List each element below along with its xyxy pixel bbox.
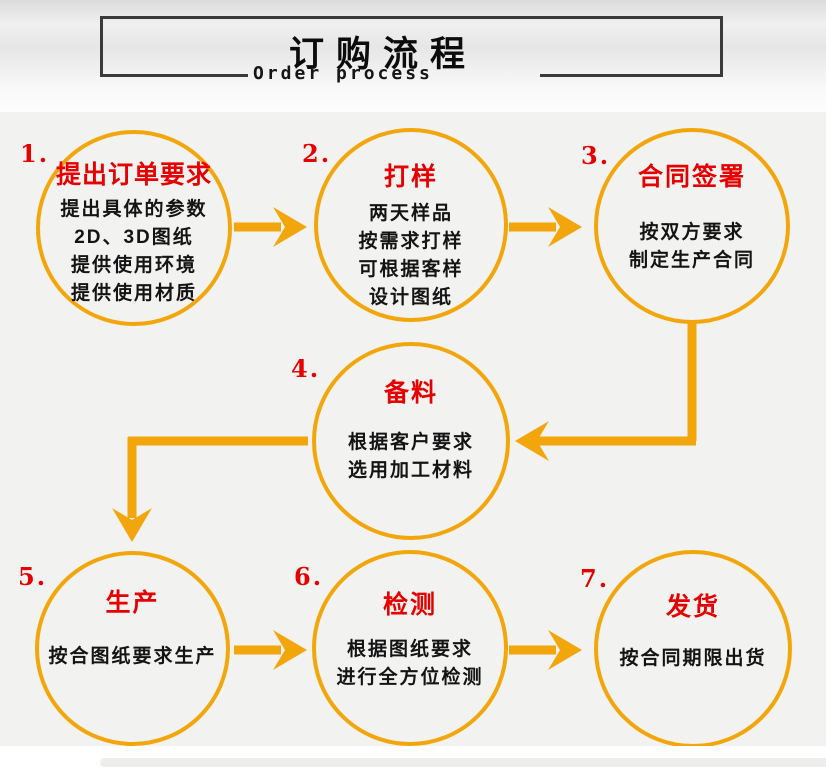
footer-bar [100,758,826,767]
page-subtitle: Order process [253,63,433,84]
step-title: 发货 [665,593,720,621]
step-detail: 提供使用环境 [70,255,197,276]
page-title: 订购流程 [288,34,477,75]
step-detail: 设计图纸 [368,287,453,308]
step-detail: 按双方要求 [639,222,745,243]
step-title: 生产 [105,589,160,617]
step-detail: 按合同期限出货 [619,648,767,669]
step-title: 备料 [383,379,438,407]
step-number-1: 1. [20,139,50,168]
step-circle-shipping: 发货 按合同期限出货 [594,550,792,748]
step-number-2: 2. [302,139,332,168]
step-detail: 提供使用材质 [70,283,197,304]
connector-elbow-down-icon [112,436,308,542]
step-circle-order-request: 提出订单要求 提出具体的参数 2D、3D图纸 提供使用环境 提供使用材质 [36,130,232,326]
header-box: 订购流程 Order process [100,16,723,84]
step-detail: 根据图纸要求 [346,639,473,660]
subtitle-rule-right [540,74,723,77]
step-circle-material-preparation: 备料 根据客户要求 选用加工材料 [312,342,510,540]
step-detail: 按合图纸要求生产 [48,646,217,667]
arrow-right-icon [234,630,307,670]
arrow-right-icon [234,207,307,247]
step-circle-inspection: 检测 根据图纸要求 进行全方位检测 [312,550,508,746]
step-detail: 两天样品 [368,203,453,224]
step-title: 检测 [382,591,437,619]
step-detail: 可根据客样 [358,259,464,280]
step-circle-production: 生产 按合图纸要求生产 [35,551,230,746]
step-detail: 制定生产合同 [628,250,755,271]
arrow-right-icon [509,207,582,247]
step-number-4: 4. [291,354,321,383]
arrow-right-icon [509,630,582,670]
step-title: 提出订单要求 [55,161,212,189]
step-detail: 2D、3D图纸 [74,227,194,248]
subtitle-rule-left [100,74,248,77]
step-detail: 根据客户要求 [347,432,474,453]
step-detail: 按需求打样 [358,231,464,252]
step-number-5: 5. [18,562,48,591]
step-number-7: 7. [580,564,610,593]
step-number-6: 6. [294,562,324,591]
step-circle-contract-signing: 合同签署 按双方要求 制定生产合同 [594,128,790,324]
connector-elbow-left-icon [515,323,697,461]
step-title: 打样 [383,163,438,191]
step-detail: 选用加工材料 [347,460,474,481]
step-number-3: 3. [581,141,611,170]
footer-strip [0,746,826,767]
step-circle-sampling: 打样 两天样品 按需求打样 可根据客样 设计图纸 [314,128,508,322]
step-title: 合同签署 [637,163,746,191]
step-detail: 提出具体的参数 [60,199,208,220]
step-detail: 进行全方位检测 [336,667,484,688]
